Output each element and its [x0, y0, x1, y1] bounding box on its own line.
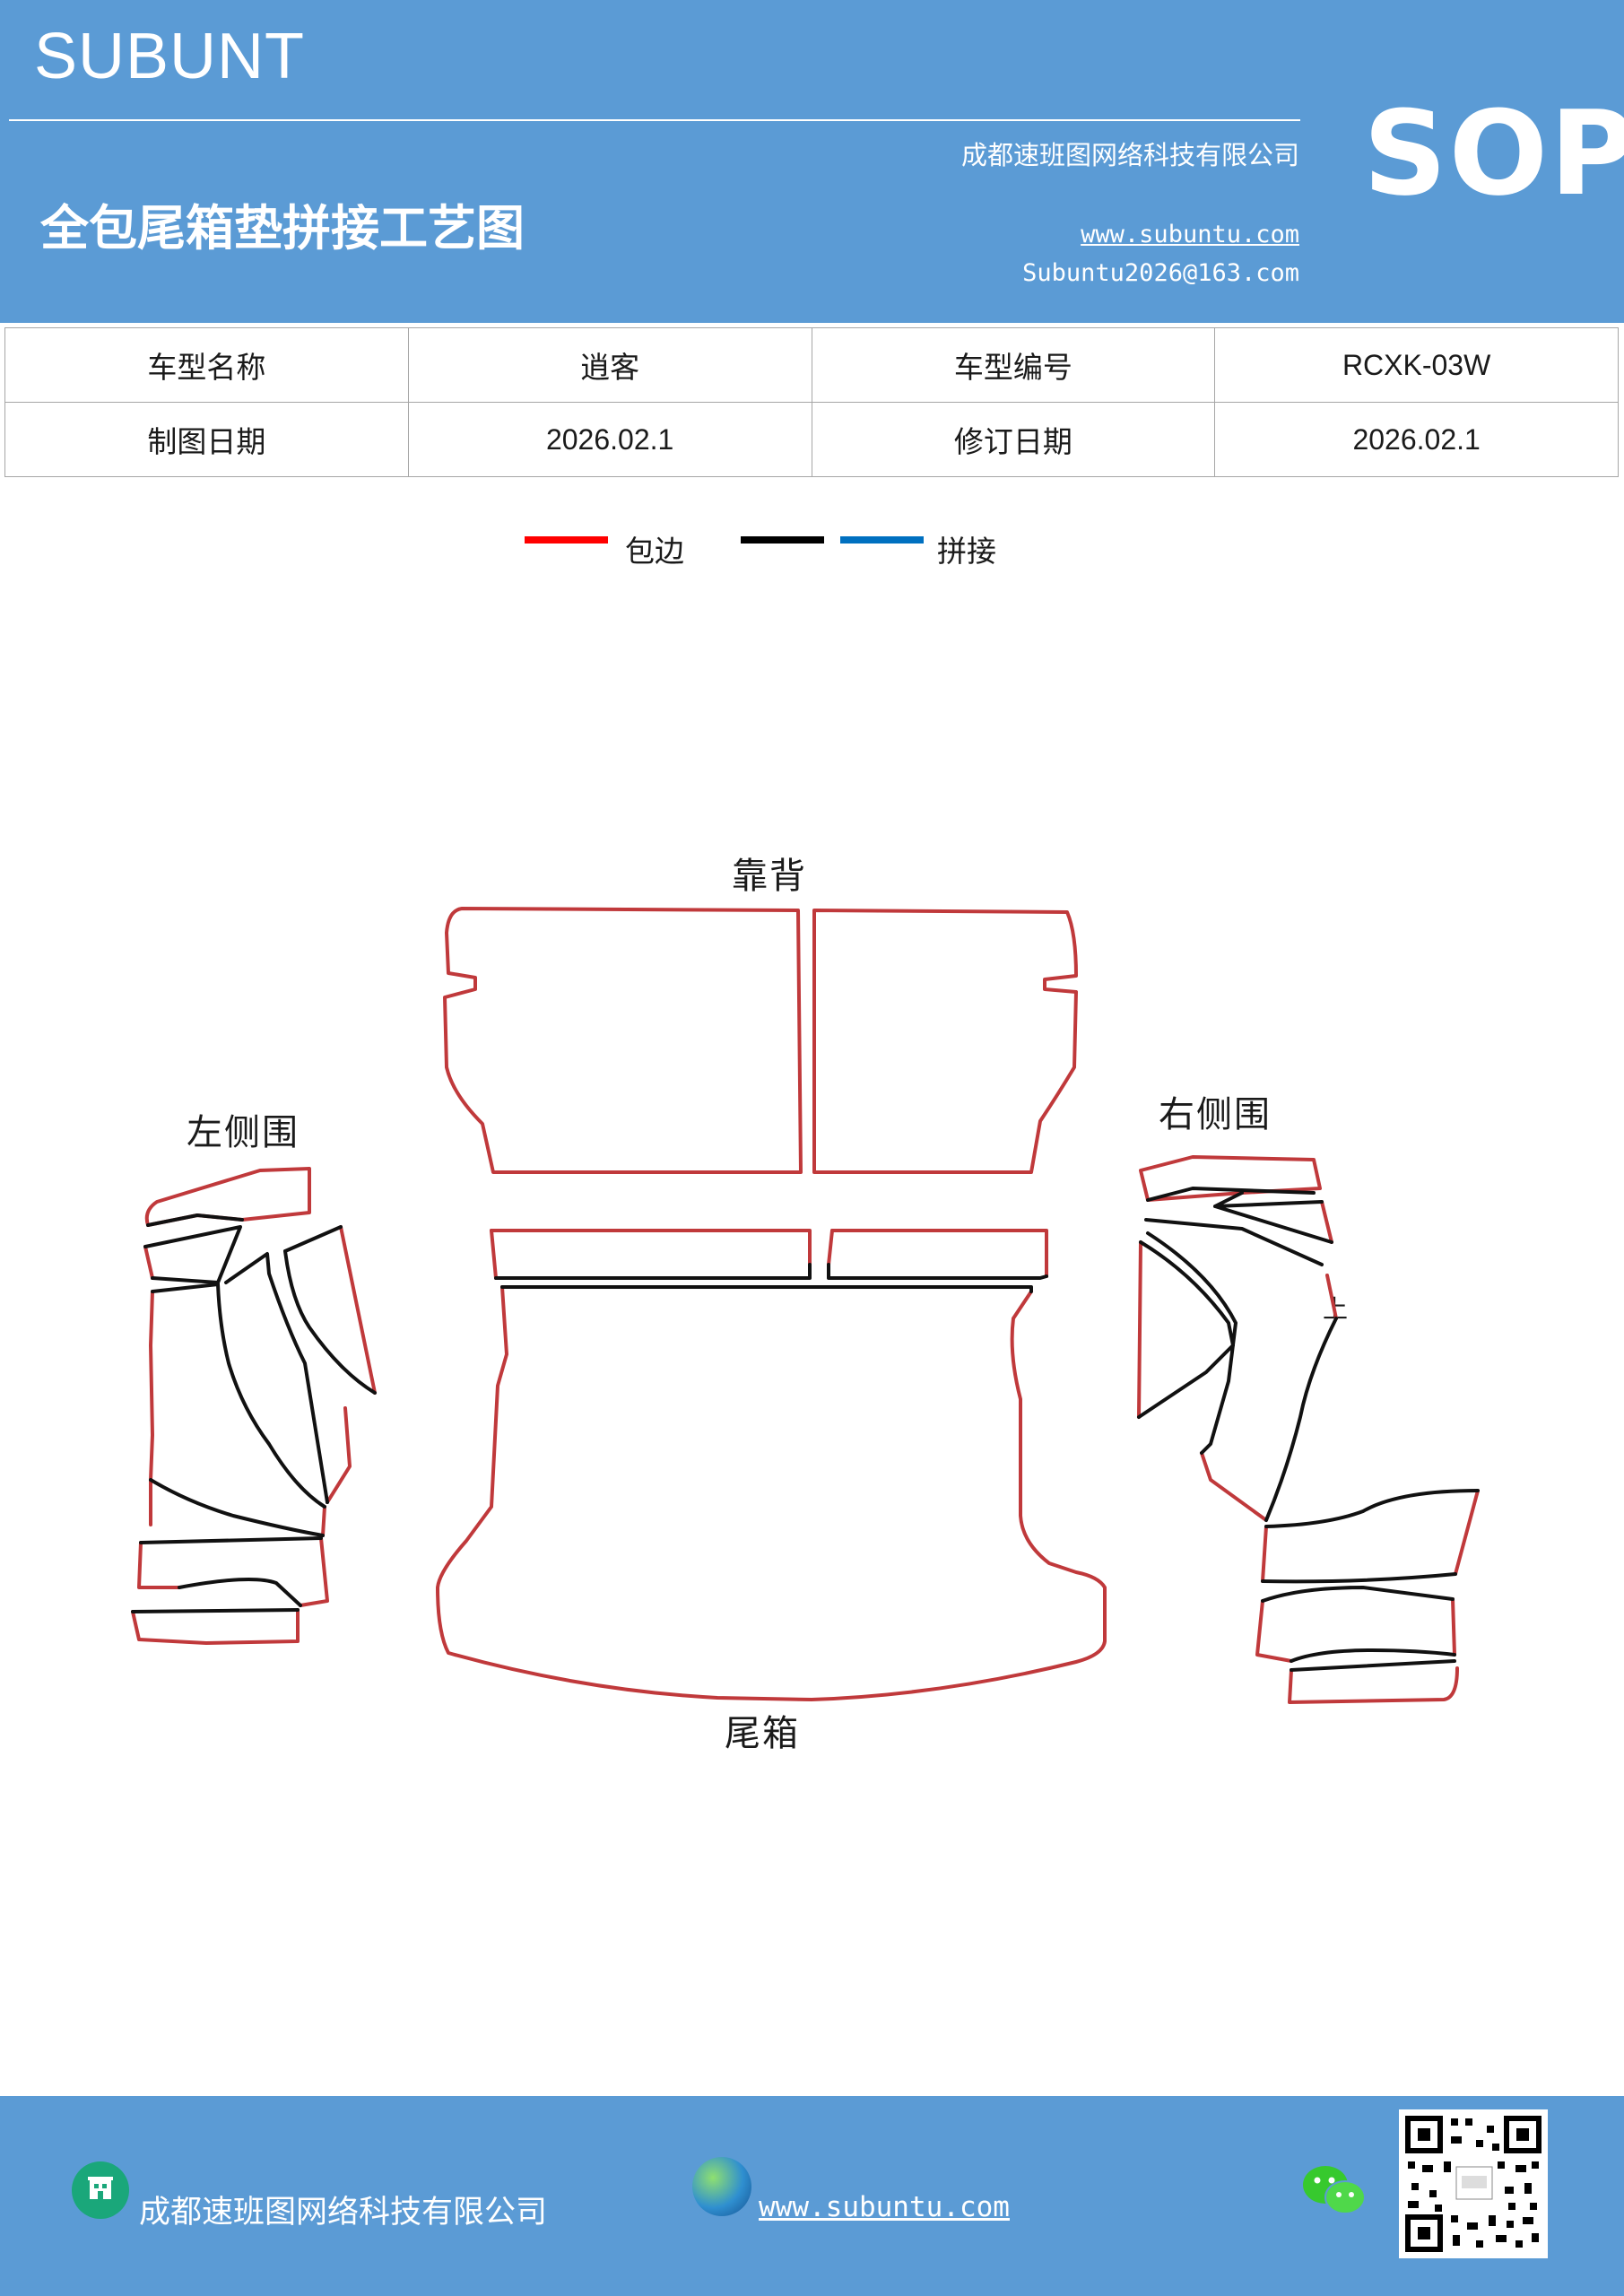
model-name-value: 逍客 [407, 327, 812, 403]
qr-code-image [1399, 2109, 1548, 2258]
draw-date-value: 2026.02.1 [407, 402, 812, 477]
vehicle-info-table: 车型名称 逍客 车型编号 RCXK-03W 制图日期 2026.02.1 修订日… [4, 327, 1619, 477]
trunk-body [436, 1285, 1107, 1701]
model-code-value: RCXK-03W [1214, 327, 1619, 403]
left-side-label: 左侧围 [187, 1112, 300, 1153]
header-company: 成都速班图网络科技有限公司 [960, 140, 1299, 170]
header-banner [0, 0, 1624, 323]
backrest-label: 靠背 [732, 856, 807, 897]
left-side-seams [146, 1213, 244, 1227]
table-row: 制图日期 2026.02.1 修订日期 2026.02.1 [4, 402, 1619, 477]
table-row: 车型名称 逍客 车型编号 RCXK-03W [4, 327, 1619, 403]
revision-date-value: 2026.02.1 [1214, 402, 1619, 477]
trunk-strip-right [830, 1229, 1048, 1278]
footer-company: 成都速班图网络科技有限公司 [139, 2195, 548, 2231]
footer-website-link[interactable]: www.subuntu.com [759, 2191, 1010, 2223]
right-side-seams [1146, 1187, 1316, 1202]
legend-blue-line [840, 536, 924, 544]
model-name-label: 车型名称 [4, 327, 409, 403]
header-email: Subuntu2026@163.com [1022, 259, 1299, 287]
header-divider [9, 119, 1300, 121]
backrest-left-panel [443, 907, 803, 1174]
trunk-label: 尾箱 [725, 1713, 800, 1754]
legend-wrap-label: 包边 [625, 534, 684, 569]
model-code-label: 车型编号 [811, 327, 1216, 403]
right-side-label: 右侧围 [1159, 1094, 1272, 1135]
legend-seam-label: 拼接 [937, 534, 996, 569]
draw-date-label: 制图日期 [4, 402, 409, 477]
revision-date-label: 修订日期 [811, 402, 1216, 477]
wechat-icon [1300, 2161, 1368, 2220]
brand-name: SUBUNT [34, 21, 306, 92]
sop-badge: SOP [1363, 85, 1624, 222]
left-side-top-piece [144, 1167, 311, 1227]
backrest-right-panel [812, 909, 1078, 1174]
globe-icon [692, 2157, 751, 2216]
building-icon [72, 2161, 129, 2219]
document-title: 全包尾箱垫拼接工艺图 [40, 200, 525, 257]
trunk-strip-left [490, 1229, 812, 1266]
legend-red-line [525, 536, 608, 544]
legend-black-line [741, 536, 824, 544]
header-website-link[interactable]: www.subuntu.com [1081, 221, 1299, 248]
